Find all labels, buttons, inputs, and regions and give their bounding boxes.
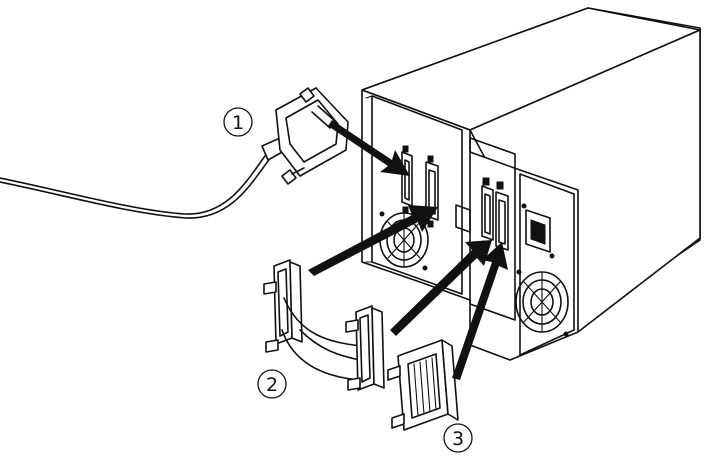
callout-1: 1 <box>223 107 253 137</box>
right-module <box>515 173 575 356</box>
callout-2: 2 <box>257 369 287 399</box>
connection-arrows <box>308 120 508 380</box>
middle-module <box>455 137 516 321</box>
left-module <box>365 95 463 295</box>
arrow-2b <box>390 240 492 336</box>
jumper-ribbon-cable <box>263 259 385 391</box>
callout-3: 3 <box>443 423 473 453</box>
host-scsi-cable <box>0 87 349 219</box>
scsi-terminator <box>387 339 459 431</box>
arrow-3 <box>452 242 508 380</box>
callout-1-label: 1 <box>232 112 244 134</box>
arrow-1 <box>328 120 410 176</box>
callout-2-label: 2 <box>266 374 278 396</box>
device-enclosure <box>361 7 701 361</box>
callout-3-label: 3 <box>452 428 464 450</box>
arrow-2a <box>308 205 438 276</box>
